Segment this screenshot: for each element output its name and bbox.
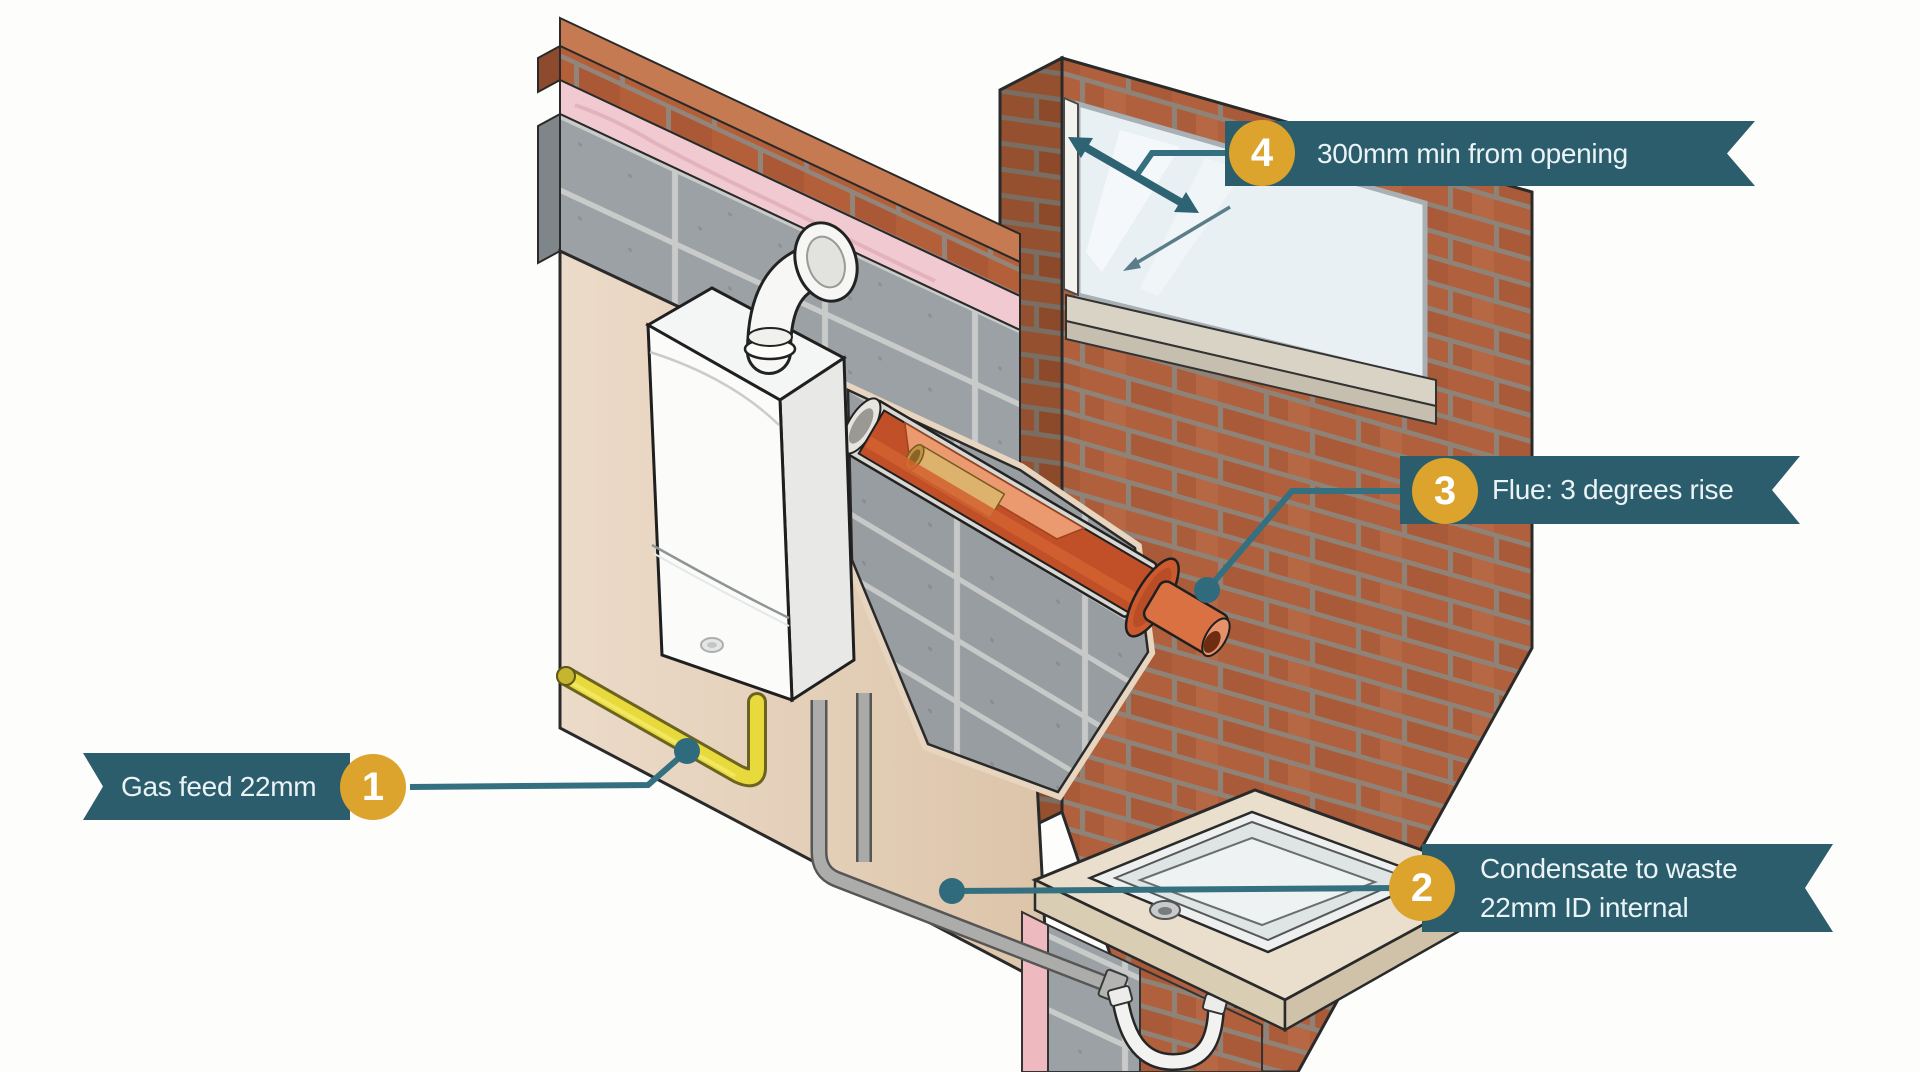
- callout-badge-2: 2: [1389, 855, 1455, 921]
- boiler: [644, 286, 856, 703]
- under-sink-insulation: [1021, 910, 1049, 1072]
- condensate-pipe: [810, 693, 1129, 1004]
- callout-badge-1: 1: [340, 754, 406, 820]
- brick-end-face: [537, 44, 561, 94]
- callout-badge-3: 3: [1412, 458, 1478, 524]
- flue-elbow: [743, 221, 859, 375]
- dimension-arrow: [1083, 143, 1184, 207]
- sink: [1031, 788, 1509, 1033]
- callout-text-1: Gas feed 22mm: [121, 770, 317, 802]
- dimension-arrow-thin: [1127, 205, 1231, 270]
- callout-banner-2: Condensate to waste 22mm ID internal: [1422, 844, 1833, 932]
- callout-flue: Flue: 3 degrees rise 3: [1400, 456, 1800, 524]
- leader-1: [409, 748, 689, 790]
- callout-text-2a: Condensate to waste: [1480, 853, 1738, 884]
- callout-text-2b: 22mm ID internal: [1480, 892, 1689, 923]
- window-opening: [1063, 96, 1437, 426]
- callout-condensate: Condensate to waste 22mm ID internal 2: [1389, 844, 1867, 932]
- sink-basin: [1137, 836, 1378, 927]
- gas-pipe: [556, 666, 767, 788]
- leader-dot-3: [1194, 577, 1220, 603]
- callout-banner-1: Gas feed 22mm: [83, 753, 350, 820]
- callout-gas-feed: Gas feed 22mm 1: [83, 753, 406, 820]
- callout-text-4: 300mm min from opening: [1317, 137, 1628, 169]
- flue: [840, 397, 1231, 658]
- leader-dot-1: [674, 738, 700, 764]
- annotations: [409, 137, 1415, 904]
- leader-3: [1204, 488, 1415, 592]
- block-end-face: [537, 112, 561, 265]
- leader-dot-2: [939, 878, 965, 904]
- callout-text-3: Flue: 3 degrees rise: [1492, 474, 1734, 505]
- callout-badge-4: 4: [1229, 120, 1295, 186]
- leader-4: [1133, 150, 1235, 178]
- right-brick-wall: [998, 55, 1534, 1072]
- leader-2: [951, 885, 1401, 894]
- callout-banner-4: 300mm min from opening: [1225, 121, 1755, 186]
- callout-opening-distance: 300mm min from opening 4: [1225, 120, 1755, 187]
- boiler-front: [646, 322, 794, 703]
- window-reveal: [1063, 96, 1079, 297]
